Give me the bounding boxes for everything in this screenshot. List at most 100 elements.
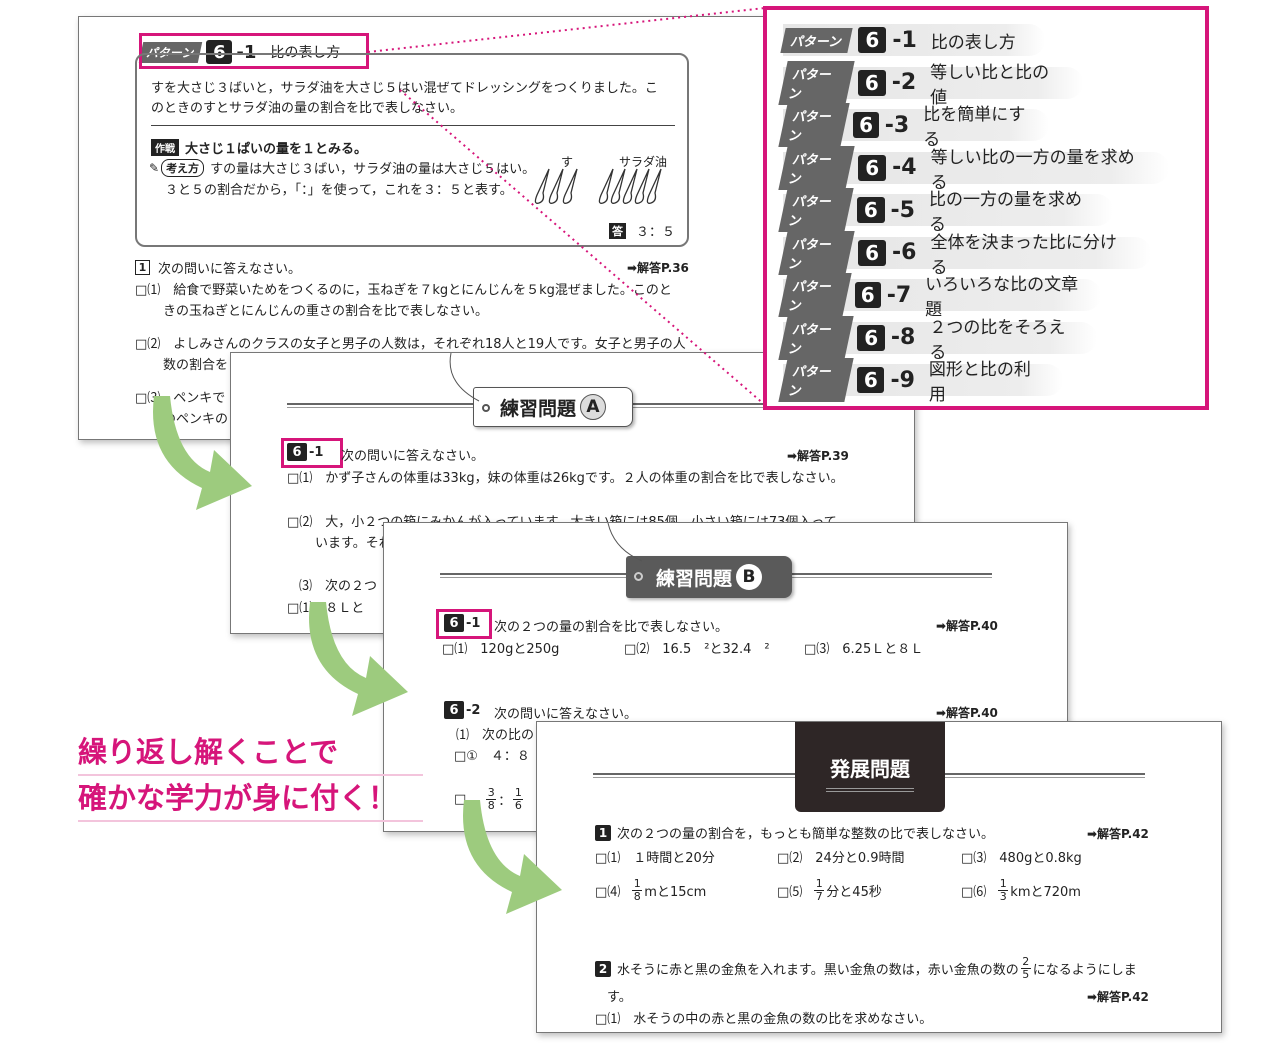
chip-sub-number: -1 [309, 444, 324, 460]
answer-value: ３：５ [636, 225, 676, 240]
item-1: □⑴ 120gと250g [442, 642, 560, 657]
chip-number: 6 [287, 443, 307, 461]
item-6-fraction: 1 3 [998, 877, 1009, 903]
question-2-1: □⑴ 水そうの中の赤と黒の金魚の数の比を求めなさい。 [595, 1012, 933, 1027]
question-number-1: 1 [135, 260, 150, 275]
item-6-prefix: □⑹ [961, 885, 987, 900]
practice-b-title: 練習問題 [655, 567, 732, 590]
pattern-title: 比の一方の量を求める [928, 190, 1082, 235]
item-6-denominator: 3 [999, 890, 1007, 903]
pattern-title: 等しい比と比の値 [930, 62, 1050, 108]
flow-arrow-1 [153, 396, 252, 510]
item-2: □⑵ 16.5 ²と32.4 ² [624, 642, 770, 657]
pattern-label: パターン [780, 27, 854, 53]
pattern-label: パターン [778, 103, 851, 147]
sub-question-1: ⑴ 次の比の [456, 728, 535, 743]
slogan-line1: 繰り返し解くことで [78, 730, 423, 776]
example-box [135, 53, 689, 247]
pattern-sub-number: -1 [892, 27, 917, 53]
kangaekata-text-line1: すの量は大さじ３ばい，サラダ油の量は大さじ５はい。 [210, 162, 536, 177]
chip-sub-number: -2 [466, 702, 481, 718]
pattern-chip-6-2: 6 -2 [444, 701, 480, 719]
example-text-line1: すを大さじ３ばいと，サラダ油を大さじ５はい混ぜてドレッシングをつくりました。こ [151, 81, 658, 96]
item-6: □⑹ 1 3 kmと720m [961, 878, 1081, 903]
pattern-label: パターン [778, 188, 854, 232]
tag-string [607, 523, 643, 562]
item-4-fraction: 1 8 [632, 877, 643, 903]
advanced-title-underline [826, 787, 914, 792]
question-1-2-line1: □⑵ よしみさんのクラスの女子と男子の人数は，それぞれ18人と19人です。女子と… [135, 337, 686, 352]
pattern-sub-number: -7 [886, 282, 912, 308]
fraction-a-denominator: 8 [487, 799, 495, 812]
label-salad-oil: サラダ油 [619, 155, 668, 169]
item-3: □⑶ 480gと0.8kg [961, 851, 1082, 866]
page-sheet-advanced: 発展問題 1 次の２つの量の割合を，もっとも簡単な整数の比で表しなさい。 ➡解答… [536, 721, 1222, 1033]
chip1-answer-reference: ➡解答P.40 [936, 619, 998, 633]
practice-b-letter: B [736, 564, 762, 590]
pattern-chip-6-1: 6 -1 [287, 443, 323, 461]
answer-reference: ➡解答P.39 [787, 449, 849, 463]
fraction-a: 3 8 [486, 786, 497, 812]
question-text: 次の問いに答えなさい。 [341, 449, 485, 464]
pattern-number: 6 [857, 324, 885, 351]
fraction-a-numerator: 3 [487, 786, 495, 799]
fraction-item: □ 3 8 ： 1 6 [454, 787, 525, 812]
question-number-1: 1 [595, 824, 611, 841]
label-su: す [561, 155, 574, 169]
pattern-number: 6 [206, 40, 233, 64]
pattern-number: 6 [857, 197, 885, 223]
pattern-title: 等しい比の一方の量を求める [930, 147, 1135, 193]
chip-number: 6 [444, 614, 464, 632]
tag-hole-icon [634, 572, 643, 581]
question-2-heading: 2 水そうに赤と黒の金魚を入れます。黒い金魚の数は，赤い金魚の数の 2 5 にな… [595, 956, 1137, 981]
item-5-suffix: 分と45秒 [826, 885, 882, 900]
example-text-line2: のときのすとサラダ油の量の割合を比で表しなさい。 [151, 101, 464, 116]
pattern-title: 全体を決まった比に分ける [930, 232, 1117, 278]
fraction-b-numerator: 1 [514, 786, 522, 799]
item-4-prefix: □⑷ [595, 885, 621, 900]
chip2-question-text: 次の問いに答えなさい。 [494, 707, 638, 722]
chip2-answer-reference: ➡解答P.40 [936, 706, 998, 720]
question-1: □⑴ かず子さんの体重は33kg，妹の体重は26kgです。２人の体重の割合を比で… [287, 471, 844, 486]
fraction-b: 1 6 [513, 786, 524, 812]
tag-string [449, 353, 480, 402]
fraction-b-denominator: 6 [514, 799, 522, 812]
pattern-sub-number: -3 [884, 112, 910, 138]
question-1-1-line2: きの玉ねぎとにんじんの重さの割合を比で表しなさい。 [163, 304, 489, 319]
pattern-sub-number: -2 [891, 70, 917, 95]
fraction-a-bar [486, 799, 497, 800]
pattern-title: 図形と比の利用 [928, 360, 1031, 405]
chip-highlight-box [281, 438, 343, 468]
sub-item-1: □① ４：８ [454, 749, 530, 764]
question-1-text: 次の問いに答えなさい。 [158, 262, 302, 277]
item-6-numerator: 1 [999, 877, 1007, 890]
advanced-tab: 発展問題 [795, 722, 945, 812]
pattern-chip-6-1: 6 -1 [444, 614, 480, 632]
example-divider [151, 125, 675, 126]
item-4: □⑷ 1 8 mと15cm [595, 878, 706, 903]
pattern-sub-number: -6 [892, 240, 917, 265]
answer-row: 答 ３：５ [609, 221, 675, 240]
pattern-sub-number: -5 [890, 197, 915, 223]
question-1-heading: 1 次の問いに答えなさい。 [135, 258, 301, 277]
question-1-2-line2: 数の割合を [163, 358, 229, 373]
answer-label: 答 [609, 222, 626, 239]
question-1-1-line1: □⑴ 給食で野菜いためをつくるのに，玉ねぎを７kgとにんじんを５kg混ぜました。… [135, 283, 672, 298]
pattern-number: 6 [853, 112, 879, 138]
practice-b-tag: 練習問題 B [626, 556, 792, 598]
question-2-denominator: 5 [1022, 968, 1030, 981]
pattern-title: 比を簡単にする [923, 105, 1026, 150]
pattern-label: パターン [778, 60, 855, 105]
sakusen-text: 大さじ１ぱいの量を１とみる。 [185, 142, 368, 157]
pattern-sub-number: -4 [892, 155, 917, 180]
fraction-item-checkbox: □ [454, 792, 467, 807]
question-2-answer-reference: ➡解答P.42 [1087, 990, 1149, 1004]
practice-a-letter: A [580, 394, 606, 420]
item-4-denominator: 8 [633, 890, 641, 903]
item-4-numerator: 1 [633, 877, 641, 890]
question-3-line1: ⑶ 次の２つ [299, 579, 378, 594]
